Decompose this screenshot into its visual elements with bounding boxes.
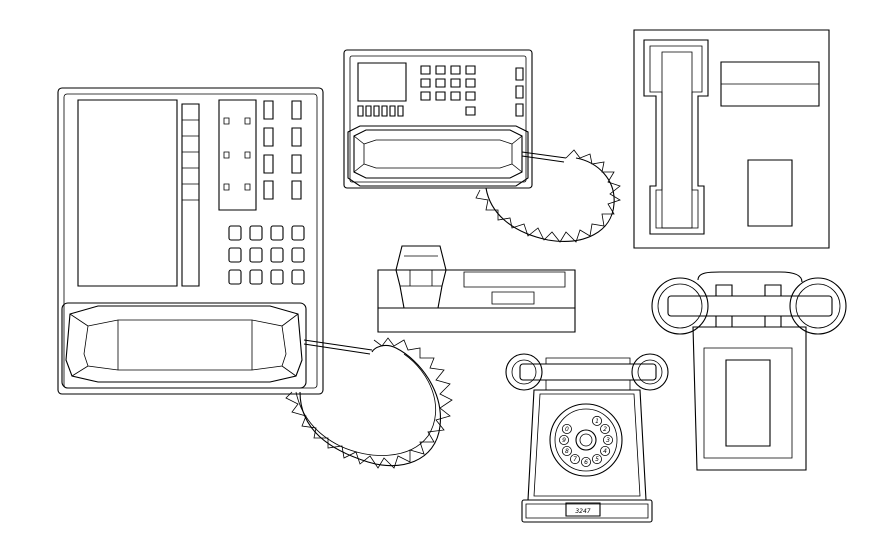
large-display-screen <box>78 100 177 286</box>
dial-hole <box>592 455 601 464</box>
number-plate-text: 3247 <box>575 508 590 515</box>
dial-hole <box>562 446 571 455</box>
small-display <box>358 63 406 101</box>
dial-hole <box>581 457 590 466</box>
dial-digit-label: 3 <box>606 437 610 444</box>
dial-hole <box>562 424 571 433</box>
compact-desk-phone <box>344 50 620 242</box>
wall-mounted-phone <box>634 30 829 248</box>
dial-digit-label: 1 <box>595 418 599 425</box>
coiled-cord <box>286 338 452 468</box>
dial-digit-label: 7 <box>573 456 577 463</box>
compact-coiled-cord <box>476 150 620 242</box>
programmable-key-columns <box>264 101 301 199</box>
dial-hole <box>592 416 601 425</box>
dial-hole <box>603 435 612 444</box>
desk-phone-handset <box>62 303 306 388</box>
dial-keypad <box>229 226 304 284</box>
dial-digit-label: 0 <box>565 426 569 433</box>
number-plate <box>566 503 600 516</box>
dial-digit-label: 9 <box>562 437 566 444</box>
dial-hole <box>570 455 579 464</box>
office-desk-phone <box>58 88 452 468</box>
dial-digit-label: 8 <box>565 448 569 455</box>
wall-phone-panel <box>748 160 792 226</box>
dial-hole <box>601 424 610 433</box>
dial-digit-label: 6 <box>584 459 588 466</box>
indicator-lamp-panel <box>219 100 256 210</box>
dial-digit-label: 2 <box>603 426 607 433</box>
side-keys <box>516 68 523 116</box>
cradle-table-phone <box>652 272 846 470</box>
dial-hole <box>601 446 610 455</box>
function-key-strip <box>182 104 199 286</box>
dial-digit-label: 5 <box>595 456 599 463</box>
cordless-phone-base <box>378 246 575 332</box>
compact-handset <box>348 126 528 186</box>
compact-keypad <box>421 66 475 115</box>
dial-hole <box>559 435 568 444</box>
rotary-dial <box>550 404 622 476</box>
dial-digit-label: 4 <box>603 448 607 455</box>
soft-key-row <box>358 106 403 116</box>
